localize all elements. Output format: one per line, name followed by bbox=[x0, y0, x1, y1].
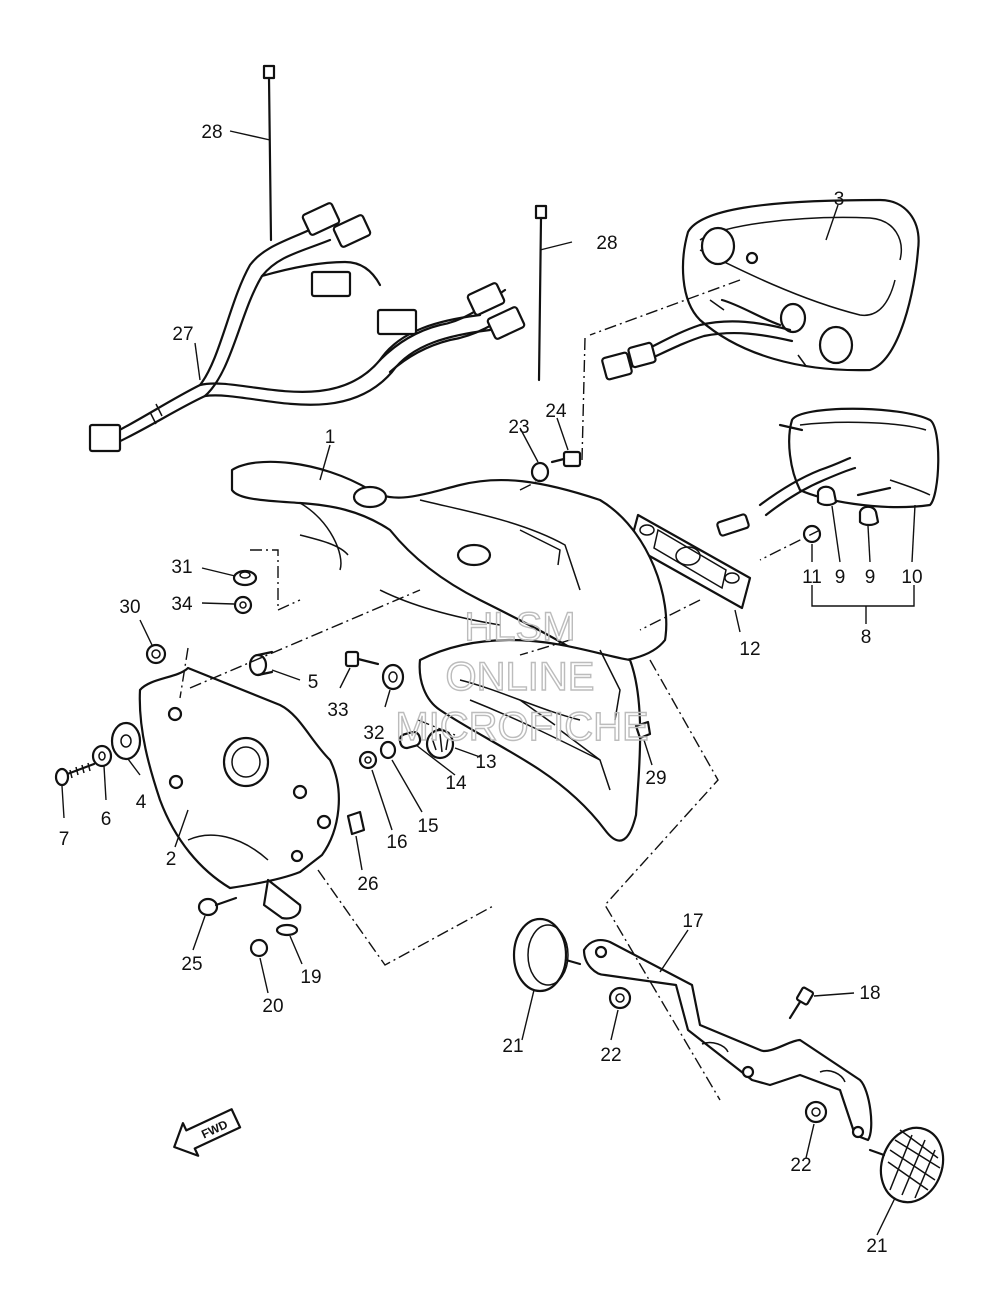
mudguard-plate bbox=[138, 666, 340, 920]
callout-18: 18 bbox=[859, 983, 880, 1004]
callout-12: 12 bbox=[739, 639, 760, 660]
bolt-7 bbox=[54, 762, 96, 787]
washer-19 bbox=[275, 923, 299, 937]
callout-21-right: 21 bbox=[866, 1236, 887, 1257]
callout-17: 17 bbox=[682, 911, 703, 932]
callout-33: 33 bbox=[327, 700, 348, 721]
assembly-lines bbox=[179, 279, 821, 1101]
washer-6 bbox=[91, 744, 113, 768]
callout-10: 10 bbox=[901, 567, 922, 588]
callout-8: 8 bbox=[861, 627, 872, 648]
collar-13 bbox=[425, 728, 455, 760]
callout-9-left: 9 bbox=[835, 567, 846, 588]
bolt-23 bbox=[530, 461, 550, 483]
cable-tie-left bbox=[262, 64, 276, 242]
leader-lines bbox=[61, 130, 916, 1236]
bolt-33 bbox=[344, 650, 380, 668]
callout-11: 11 bbox=[802, 567, 822, 588]
callout-26: 26 bbox=[357, 874, 378, 895]
nut-34 bbox=[233, 595, 253, 615]
nut-22b bbox=[804, 1100, 828, 1124]
nut-20 bbox=[249, 938, 269, 958]
collar-5 bbox=[248, 650, 274, 677]
callout-13: 13 bbox=[475, 752, 496, 773]
callout-6: 6 bbox=[101, 809, 112, 830]
callout-29: 29 bbox=[645, 768, 666, 789]
callout-4: 4 bbox=[136, 792, 147, 813]
callout-31: 31 bbox=[171, 557, 192, 578]
callout-3: 3 bbox=[834, 189, 845, 210]
reflector-right bbox=[868, 1126, 945, 1204]
bulb-socket-1 bbox=[816, 485, 838, 507]
damper-4 bbox=[110, 721, 142, 761]
callout-19: 19 bbox=[300, 967, 321, 988]
watermark-line-3: MICROFICHE bbox=[395, 705, 648, 749]
reflector-bracket bbox=[582, 939, 873, 1142]
callout-23: 23 bbox=[508, 417, 529, 438]
forward-arrow-icon: FWD bbox=[173, 1108, 242, 1157]
callout-9-right: 9 bbox=[865, 567, 876, 588]
callout-2: 2 bbox=[166, 849, 177, 870]
grommet-32 bbox=[381, 663, 405, 691]
bolt-24 bbox=[550, 450, 582, 468]
reflector-left bbox=[512, 917, 582, 993]
callout-24: 24 bbox=[545, 401, 567, 422]
callout-5: 5 bbox=[308, 672, 319, 693]
callout-20: 20 bbox=[262, 996, 283, 1017]
fender-bracket bbox=[418, 638, 642, 842]
bulb-socket-2 bbox=[858, 505, 880, 527]
watermark: HLSM ONLINE MICROFICHE bbox=[395, 604, 650, 749]
callout-28-right: 28 bbox=[596, 233, 617, 254]
nut-16 bbox=[358, 750, 378, 770]
callout-22-right: 22 bbox=[790, 1155, 811, 1176]
callout-1: 1 bbox=[325, 427, 336, 448]
watermark-line-1: HLSM bbox=[464, 605, 575, 649]
callout-21-left: 21 bbox=[502, 1036, 523, 1057]
rear-fender bbox=[230, 460, 668, 663]
callouts: 28 28 3 27 1 23 24 31 34 30 5 33 32 4 6 … bbox=[59, 122, 923, 1257]
wire-harness bbox=[88, 202, 526, 453]
washer-15 bbox=[379, 740, 397, 760]
nut-22a bbox=[608, 986, 632, 1010]
callout-28-left: 28 bbox=[201, 122, 222, 143]
callout-30: 30 bbox=[119, 597, 140, 618]
callout-27: 27 bbox=[172, 324, 193, 345]
bolt-18 bbox=[788, 986, 815, 1020]
bolt-29 bbox=[634, 720, 652, 740]
callout-22-left: 22 bbox=[600, 1045, 621, 1066]
callout-14: 14 bbox=[445, 773, 467, 794]
cable-tie-right bbox=[534, 204, 548, 382]
callout-16: 16 bbox=[386, 832, 407, 853]
callout-15: 15 bbox=[417, 816, 438, 837]
callout-34: 34 bbox=[171, 594, 193, 615]
nut-30 bbox=[145, 643, 167, 665]
watermark-line-2: ONLINE bbox=[446, 655, 595, 699]
bolt-25 bbox=[197, 896, 238, 917]
nut-26 bbox=[346, 810, 366, 836]
nut-31 bbox=[232, 569, 258, 587]
license-light bbox=[716, 407, 940, 537]
collar-14 bbox=[398, 730, 422, 750]
callout-32: 32 bbox=[363, 723, 384, 744]
tail-light bbox=[601, 198, 920, 381]
callout-25: 25 bbox=[181, 954, 202, 975]
callout-7: 7 bbox=[59, 829, 70, 850]
